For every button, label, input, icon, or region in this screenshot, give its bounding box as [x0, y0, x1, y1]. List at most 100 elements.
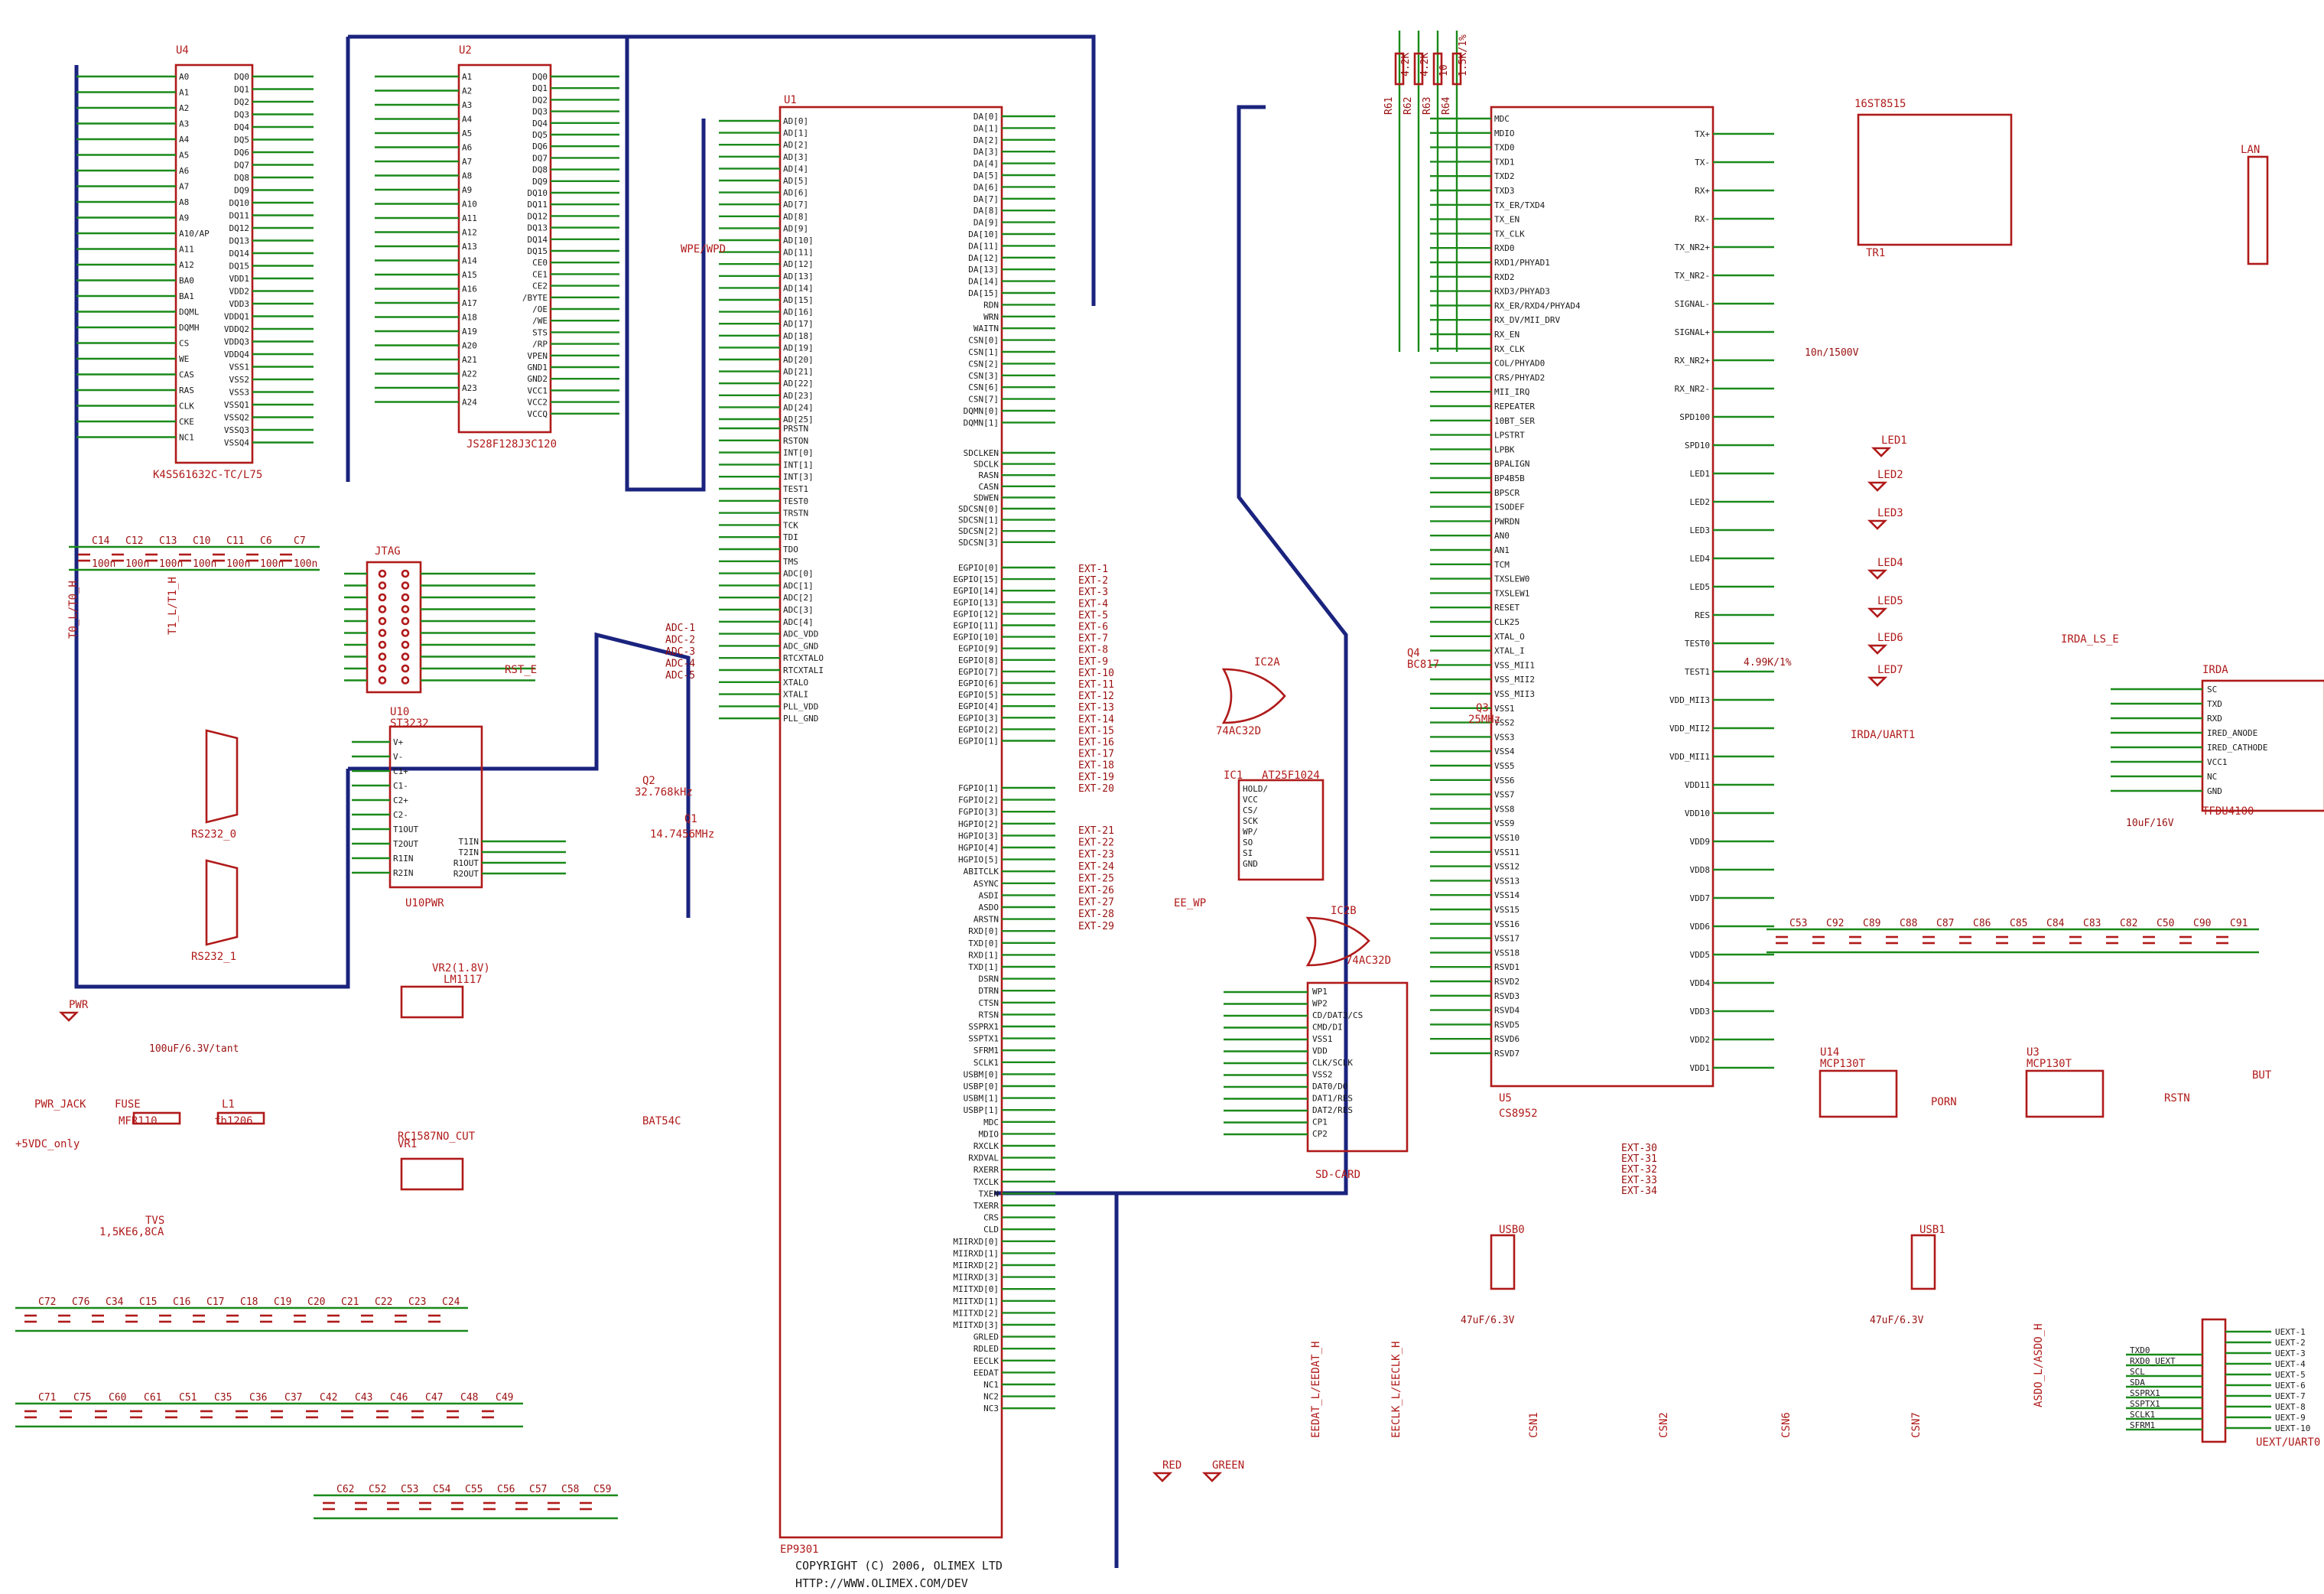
sd-label: WP2	[1312, 999, 1328, 1009]
u4-pin-label: A1	[179, 88, 189, 98]
ic2a-gate: IC2A 74AC32D	[1216, 656, 1286, 737]
c73-value: 100uF/6.3V/tant	[149, 1043, 239, 1055]
misc-values: 10n/1500V10uF/16V100uF/6.3V/tant4.99K/1%…	[149, 347, 2174, 1326]
u2-data-label: DQ11	[528, 200, 548, 210]
u5-pin-label: AN0	[1494, 531, 1510, 541]
u1-da-label: DA[9]	[973, 218, 999, 228]
irda-label: VCC1	[2207, 757, 2228, 767]
u1-misc-label: NC1	[983, 1380, 999, 1390]
u1-ad-label: AD[13]	[783, 272, 814, 281]
uext-sig-label: SCL	[2130, 1367, 2145, 1377]
jtag-pin	[378, 581, 387, 590]
ext-label: EXT-3	[1078, 587, 1108, 598]
u5-rpin-label: LED3	[1690, 525, 1711, 535]
u2-pin-label: A4	[462, 115, 473, 125]
res-value: 1.5K/1%	[1458, 34, 1469, 76]
u10-part: ST3232	[390, 717, 429, 730]
u4-pin-label: BA1	[179, 291, 194, 301]
cap-ref: C42	[320, 1392, 337, 1404]
u1-misc-label: MDIO	[979, 1129, 999, 1139]
u1-egpio-label: EGPIO[5]	[958, 690, 999, 700]
u1-misc-label: ASDO	[979, 903, 999, 912]
u5-pin-label: TX_ER/TXD4	[1494, 200, 1546, 210]
u1-sd-label: CASN	[979, 482, 999, 492]
u1-misc-label: TXCLK	[973, 1177, 999, 1187]
u4-pin-label: A9	[179, 213, 189, 223]
u2-flash: U2 JS28F128J3C120 A1A2A3A4A5A6A7A8A9A10A…	[375, 44, 619, 451]
u5-pin-label: VSS2	[1494, 718, 1515, 728]
jtag-pin	[401, 569, 410, 578]
u4-data-label: VDD3	[229, 299, 250, 309]
u5-pin-label: VSS8	[1494, 804, 1515, 814]
data-bus-outline	[346, 34, 1348, 1568]
jtag-ref: JTAG	[375, 545, 401, 558]
u1-ad-label: AD[21]	[783, 367, 814, 377]
u2-data-label: DQ4	[532, 119, 548, 128]
svg-text:IC1: IC1	[1224, 769, 1243, 782]
u10-label: R2IN	[393, 868, 414, 878]
u10-label: R1OUT	[453, 858, 479, 868]
led-label: RED	[1162, 1459, 1182, 1472]
u2-pin-label: A13	[462, 242, 477, 252]
u5-left-pins: MDCMDIOTXD0TXD1TXD2TXD3TX_ER/TXD4TX_ENTX…	[1430, 114, 1581, 1059]
u4-pin-label: BA0	[179, 276, 194, 286]
u1-ctrl-label: RSTON	[783, 436, 808, 446]
cap-ref: C61	[144, 1392, 161, 1404]
cap-ref: C17	[206, 1296, 224, 1308]
ext-label: EXT-13	[1078, 702, 1114, 714]
cap-value: 100n	[294, 558, 317, 570]
u1-ctrl-label: PLL_VDD	[783, 701, 818, 711]
jumper-label: EE_WP	[1174, 897, 1206, 909]
u1-da-label: DQMN[1]	[964, 418, 999, 428]
led-symbol	[1867, 481, 1888, 492]
u1-misc-label: USBP[1]	[964, 1105, 999, 1115]
u1-misc-label: FGPIO[1]	[958, 783, 999, 793]
u5-pin-label: RXD1/PHYAD1	[1494, 258, 1550, 268]
u4-data-label: DQ6	[234, 148, 249, 158]
cap-ref: C75	[73, 1392, 91, 1404]
u5-rpin-label: VDD_MII3	[1669, 695, 1710, 705]
cap-ref: C14	[92, 535, 110, 547]
jtag-pin	[378, 616, 387, 626]
led-symbol	[1871, 447, 1892, 457]
u5-pin-label: VSS18	[1494, 948, 1520, 958]
u4-data-label: DQ15	[229, 262, 250, 272]
ic1-label: SCK	[1243, 816, 1258, 826]
u2-pin-label: A2	[462, 86, 472, 96]
cap-ref: C60	[109, 1392, 126, 1404]
u4-data-label: VDDQ3	[224, 337, 249, 347]
u4-data-label: VSS3	[229, 388, 250, 398]
u1-ctrl-label: ADC[4]	[783, 617, 814, 627]
res-value: 4.2K	[1400, 53, 1412, 76]
u1-ad-label: AD[19]	[783, 343, 814, 353]
svg-text:AT25F1024: AT25F1024	[1262, 769, 1320, 782]
u1-ctrl-label: TDO	[783, 545, 798, 555]
u2-data-label: VCC1	[528, 385, 548, 395]
ext-label: EXT-25	[1078, 873, 1114, 884]
u4-data-label: DQ7	[234, 161, 249, 171]
u1-ad-label: AD[18]	[783, 331, 814, 341]
u2-data-label: DQ12	[528, 211, 548, 221]
irda-label: NC	[2207, 772, 2217, 782]
ext-label: EXT-30	[1621, 1143, 1657, 1154]
u4-left-pins: A0A1A2A3A4A5A6A7A8A9A10/APA11A12BA0BA1DQ…	[76, 72, 210, 443]
u2-pin-label: A15	[462, 270, 477, 280]
res-ref: R63	[1422, 97, 1433, 115]
u2-data-label: DQ15	[528, 246, 548, 256]
svg-text:1,5KE6,8CA: 1,5KE6,8CA	[99, 1226, 164, 1238]
u1-misc-label: RXD[1]	[968, 950, 999, 960]
ext-label: EXT-20	[1078, 783, 1114, 795]
u5-pin-label: LPSTRT	[1494, 431, 1525, 441]
u1-misc-label: MIIRXD[1]	[953, 1248, 999, 1258]
u5-rpin-label: TX_NR2-	[1675, 271, 1710, 281]
u4-data-label: VSSQ1	[224, 400, 249, 410]
u5-rpin-label: VDD3	[1690, 1007, 1711, 1017]
svg-text:25MHz: 25MHz	[1468, 714, 1500, 726]
u1-misc-label: SSPRX1	[968, 1022, 999, 1032]
u5-rpin-label: VDD7	[1690, 893, 1711, 903]
jumper-label: CSN1	[1528, 1412, 1540, 1438]
jumper-label: CSN7	[1910, 1412, 1923, 1438]
u1-ad-label: AD[7]	[783, 200, 808, 210]
